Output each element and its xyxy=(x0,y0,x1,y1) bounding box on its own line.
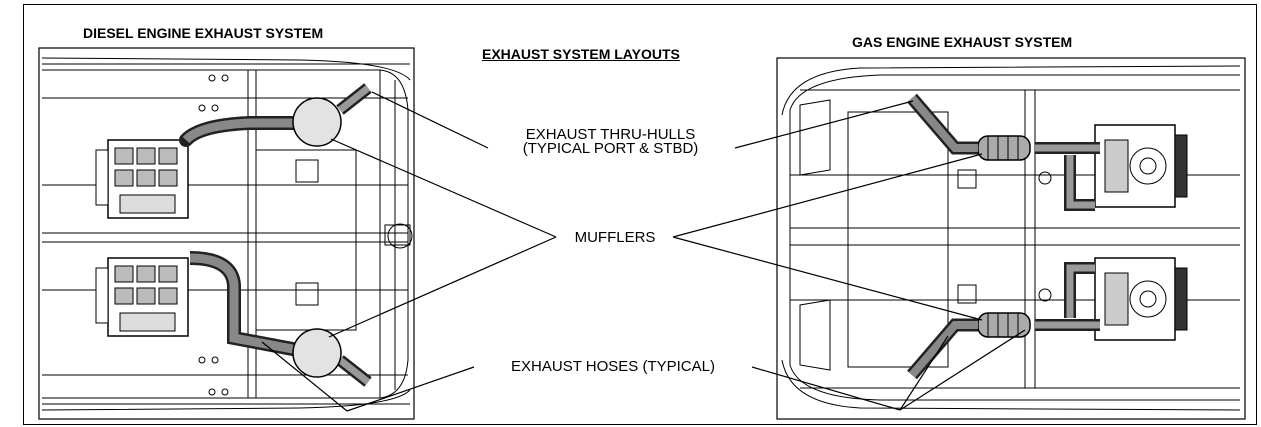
thru-hulls-line2: (TYPICAL PORT & STBD) xyxy=(522,140,699,157)
exhaust-hoses-label: EXHAUST HOSES (TYPICAL) xyxy=(511,358,715,375)
mufflers-label: MUFFLERS xyxy=(574,229,656,246)
diesel-engine-port xyxy=(95,139,189,219)
diesel-boat-drawing xyxy=(38,47,415,420)
gas-muffler-port xyxy=(977,135,1031,161)
diesel-muffler-port xyxy=(292,97,342,147)
leader-lines xyxy=(261,91,1026,412)
diesel-muffler-stbd xyxy=(292,328,342,378)
thru-hulls-line1: EXHAUST THRU-HULLS xyxy=(525,126,696,143)
gas-muffler-stbd xyxy=(977,312,1031,338)
gas-engine-stbd xyxy=(1094,257,1188,341)
gas-title: GAS ENGINE EXHAUST SYSTEM xyxy=(852,34,1073,50)
layouts-title: EXHAUST SYSTEM LAYOUTS xyxy=(482,46,680,62)
gas-engine-port xyxy=(1094,124,1188,208)
diesel-title: DIESEL ENGINE EXHAUST SYSTEM xyxy=(83,25,324,41)
diesel-engine-stbd xyxy=(95,257,189,337)
thru-hulls-label: EXHAUST THRU-HULLS (TYPICAL PORT & STBD) xyxy=(488,126,733,157)
figure-border xyxy=(23,4,1257,425)
gas-boat-drawing xyxy=(776,57,1246,420)
